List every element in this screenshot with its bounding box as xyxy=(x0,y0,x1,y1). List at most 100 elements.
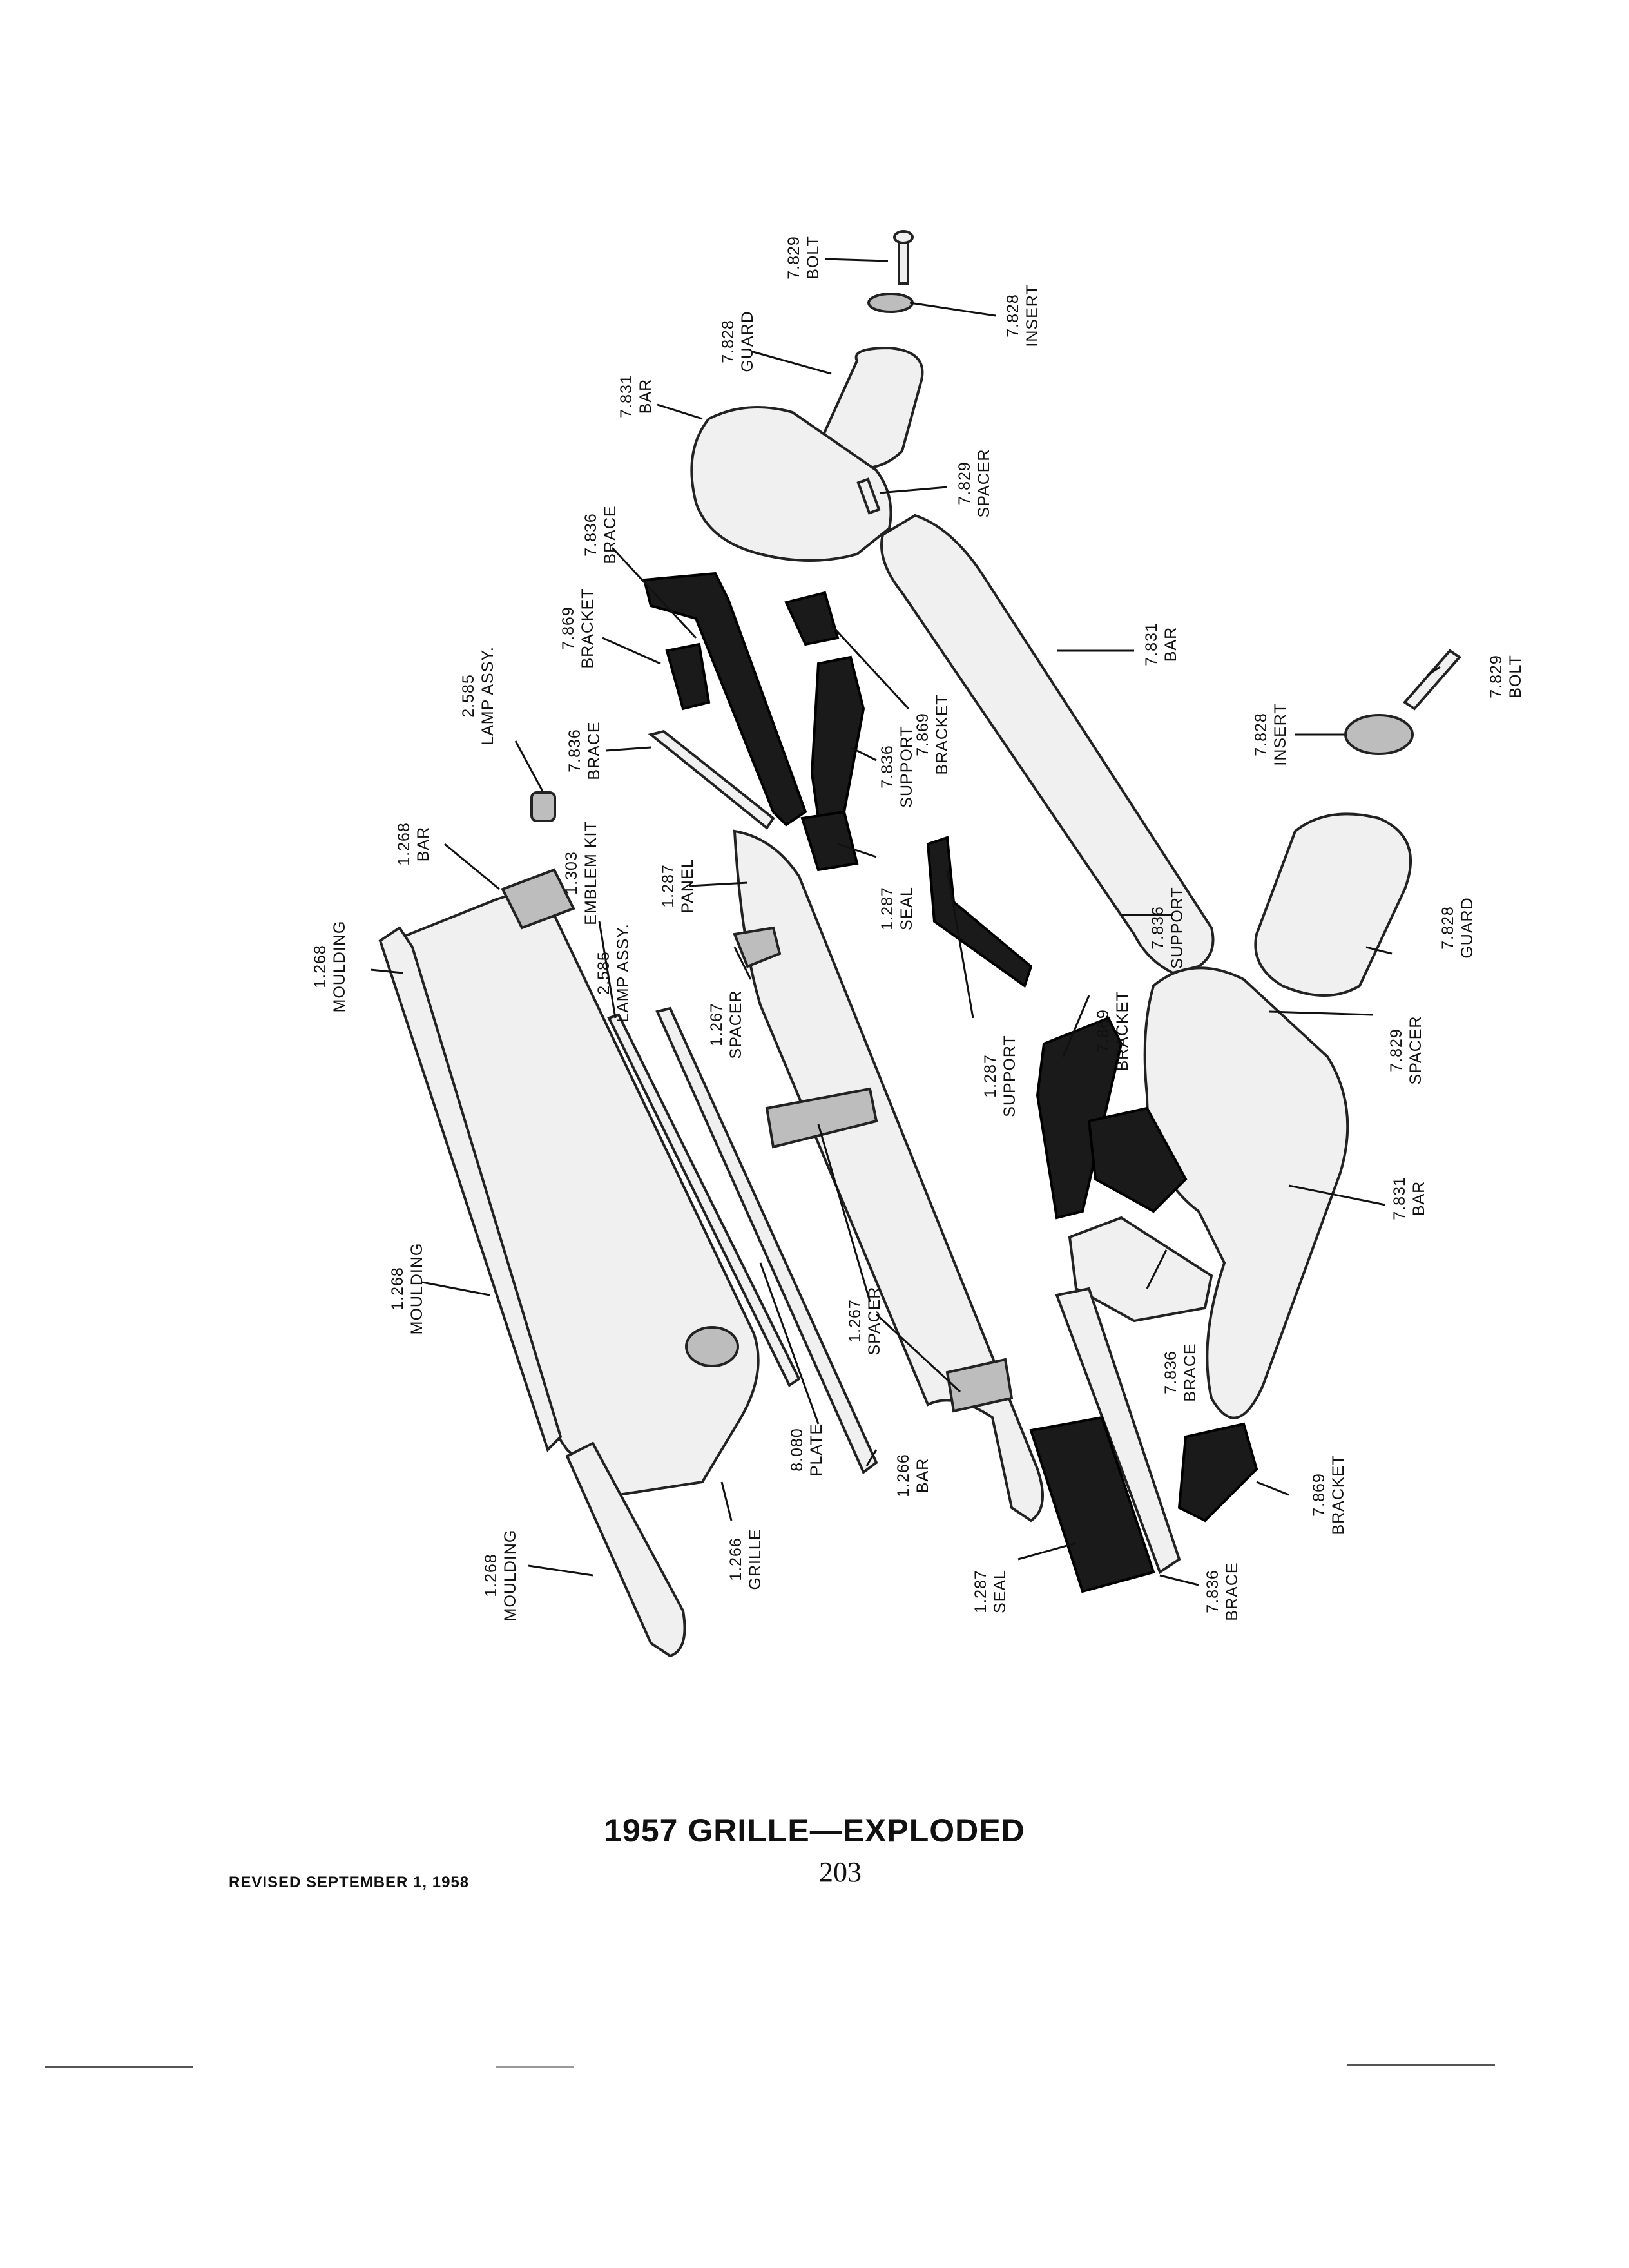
label-name: SUPPORT xyxy=(1168,887,1186,968)
label-grille-bar: 1.268 BAR xyxy=(395,822,432,866)
label-long-right-bar: 7.831 BAR xyxy=(1142,622,1180,666)
label-number: 8.080 xyxy=(788,1428,806,1472)
label-number: 1.303 xyxy=(563,851,581,895)
label-upper-support: 7.836 SUPPORT xyxy=(878,726,916,807)
label-name: SPACER xyxy=(975,449,993,518)
lower-long-brace-shape xyxy=(1055,1287,1181,1575)
label-name: BRACE xyxy=(1223,1562,1241,1620)
label-number: 1.268 xyxy=(389,1267,407,1311)
label-name: GUARD xyxy=(1458,897,1476,958)
label-number: 1.267 xyxy=(708,1003,726,1046)
right-bolt-shape xyxy=(1402,649,1462,711)
parts-illustration xyxy=(378,230,1462,1658)
label-number: 7.828 xyxy=(1004,294,1022,338)
label-name: SPACER xyxy=(1407,1016,1425,1085)
label-number: 7.836 xyxy=(566,729,584,773)
label-number: 7.869 xyxy=(914,713,932,756)
label-number: 2.585 xyxy=(459,674,477,718)
upper-bracket-shape xyxy=(665,642,711,711)
label-number: 7.831 xyxy=(1142,622,1161,666)
label-panel: 1.287 PANEL xyxy=(659,858,697,913)
long-right-bar-shape xyxy=(880,514,1215,975)
label-upper-lamp-assy: 2.585 LAMP ASSY. xyxy=(459,646,497,745)
lowest-bracket-shape xyxy=(1177,1422,1258,1523)
right-insert-shape xyxy=(1344,714,1414,755)
label-number: 1.287 xyxy=(878,887,896,930)
label-upper-bar: 7.831 BAR xyxy=(617,374,655,418)
upper-panel-spacer-shape xyxy=(733,926,782,968)
grille-top-bar-shape xyxy=(501,868,575,930)
upper-end-bar-shape xyxy=(690,406,892,562)
support-bracket-shape xyxy=(784,591,840,646)
label-upper-moulding: 1.268 MOULDING xyxy=(311,921,349,1013)
label-name: MOULDING xyxy=(501,1530,519,1622)
mid-bracket-shape xyxy=(1087,1106,1188,1213)
label-name: PLATE xyxy=(807,1423,825,1476)
label-upper-bolt: 7.829 BOLT xyxy=(785,236,822,280)
label-name: SPACER xyxy=(727,990,745,1059)
label-name: MOULDING xyxy=(331,921,349,1013)
label-mid-support: 7.836 SUPPORT xyxy=(1149,887,1186,968)
label-number: 7.829 xyxy=(1487,655,1505,698)
label-name: BAR xyxy=(414,827,432,861)
lower-seal-shape xyxy=(1029,1416,1155,1593)
upper-seal-shape xyxy=(800,810,859,872)
label-middle-moulding: 1.268 MOULDING xyxy=(389,1243,426,1335)
upper-insert-shape xyxy=(867,293,914,313)
label-number: 7.869 xyxy=(559,606,577,650)
label-name: SEAL xyxy=(898,887,916,930)
label-name: LAMP ASSY. xyxy=(479,646,497,745)
label-upper-seal: 1.287 SEAL xyxy=(878,887,916,930)
scan-artifact-right xyxy=(1347,2064,1495,2066)
label-upper-spacer: 7.829 SPACER xyxy=(956,449,993,518)
label-upper-panel-spacer: 1.267 SPACER xyxy=(708,990,745,1059)
label-lower-seal: 1.287 SEAL xyxy=(972,1570,1009,1613)
label-name: MOULDING xyxy=(408,1243,426,1335)
label-name: BRACKET xyxy=(579,588,597,668)
upper-brace-shape xyxy=(642,572,807,827)
label-name: SEAL xyxy=(991,1570,1009,1613)
label-name: SUPPORT xyxy=(1001,1035,1019,1117)
label-mid-bracket: 7.869 BRACKET xyxy=(1094,990,1132,1071)
label-name: EMBLEM KIT xyxy=(582,821,600,925)
label-upper-bracket: 7.869 BRACKET xyxy=(559,588,597,668)
label-name: GUARD xyxy=(738,311,757,372)
label-number: 7.836 xyxy=(1149,906,1167,950)
page-number: 203 xyxy=(819,1856,862,1888)
label-number: 1.268 xyxy=(395,822,413,866)
part-labels: 7.829 BOLT 7.828 INSERT 7.828 GUARD 7.83… xyxy=(311,236,1525,1621)
label-number: 7.831 xyxy=(1391,1177,1409,1220)
scan-artifact-left xyxy=(45,2066,193,2068)
lower-panel-spacer-shape xyxy=(945,1358,1014,1413)
upper-moulding-shape xyxy=(378,926,563,1452)
lower-brace-shape xyxy=(1068,1216,1213,1323)
label-name: INSERT xyxy=(1023,284,1041,347)
thin-bar-shape xyxy=(655,1006,878,1475)
right-guard-shape xyxy=(1254,812,1412,997)
label-name: BRACE xyxy=(601,505,619,564)
label-name: BRACKET xyxy=(1329,1454,1347,1535)
label-number: 7.836 xyxy=(1162,1350,1180,1394)
revision-note: REVISED SEPTEMBER 1, 1958 xyxy=(229,1874,470,1891)
label-number: 7.828 xyxy=(719,320,737,363)
label-lower-brace: 7.836 BRACE xyxy=(1162,1343,1199,1401)
label-upper-insert: 7.828 INSERT xyxy=(1004,284,1041,347)
label-name: BOLT xyxy=(804,236,822,279)
label-name: SPACER xyxy=(865,1287,883,1356)
label-lower-panel-spacer: 1.267 SPACER xyxy=(846,1287,883,1356)
page-title: 1957 GRILLE—EXPLODED xyxy=(604,1812,1025,1849)
leader-lines xyxy=(370,258,1441,1586)
label-number: 1.268 xyxy=(311,945,329,988)
label-number: 1.267 xyxy=(846,1299,864,1343)
lower-moulding-shape xyxy=(565,1441,686,1658)
panel-support-shape xyxy=(926,836,1033,988)
label-right-end-bar: 7.831 BAR xyxy=(1391,1177,1428,1220)
label-number: 1.266 xyxy=(727,1537,745,1581)
upper-spacer-shape xyxy=(856,477,881,515)
right-end-bar-shape xyxy=(1143,966,1349,1419)
upper-bolt-shape xyxy=(893,230,914,285)
label-number: 1.268 xyxy=(482,1553,500,1597)
label-lowest-bracket: 7.869 BRACKET xyxy=(1310,1454,1347,1535)
label-name: BRACKET xyxy=(1113,990,1132,1071)
label-name: LAMP ASSY. xyxy=(614,923,632,1023)
